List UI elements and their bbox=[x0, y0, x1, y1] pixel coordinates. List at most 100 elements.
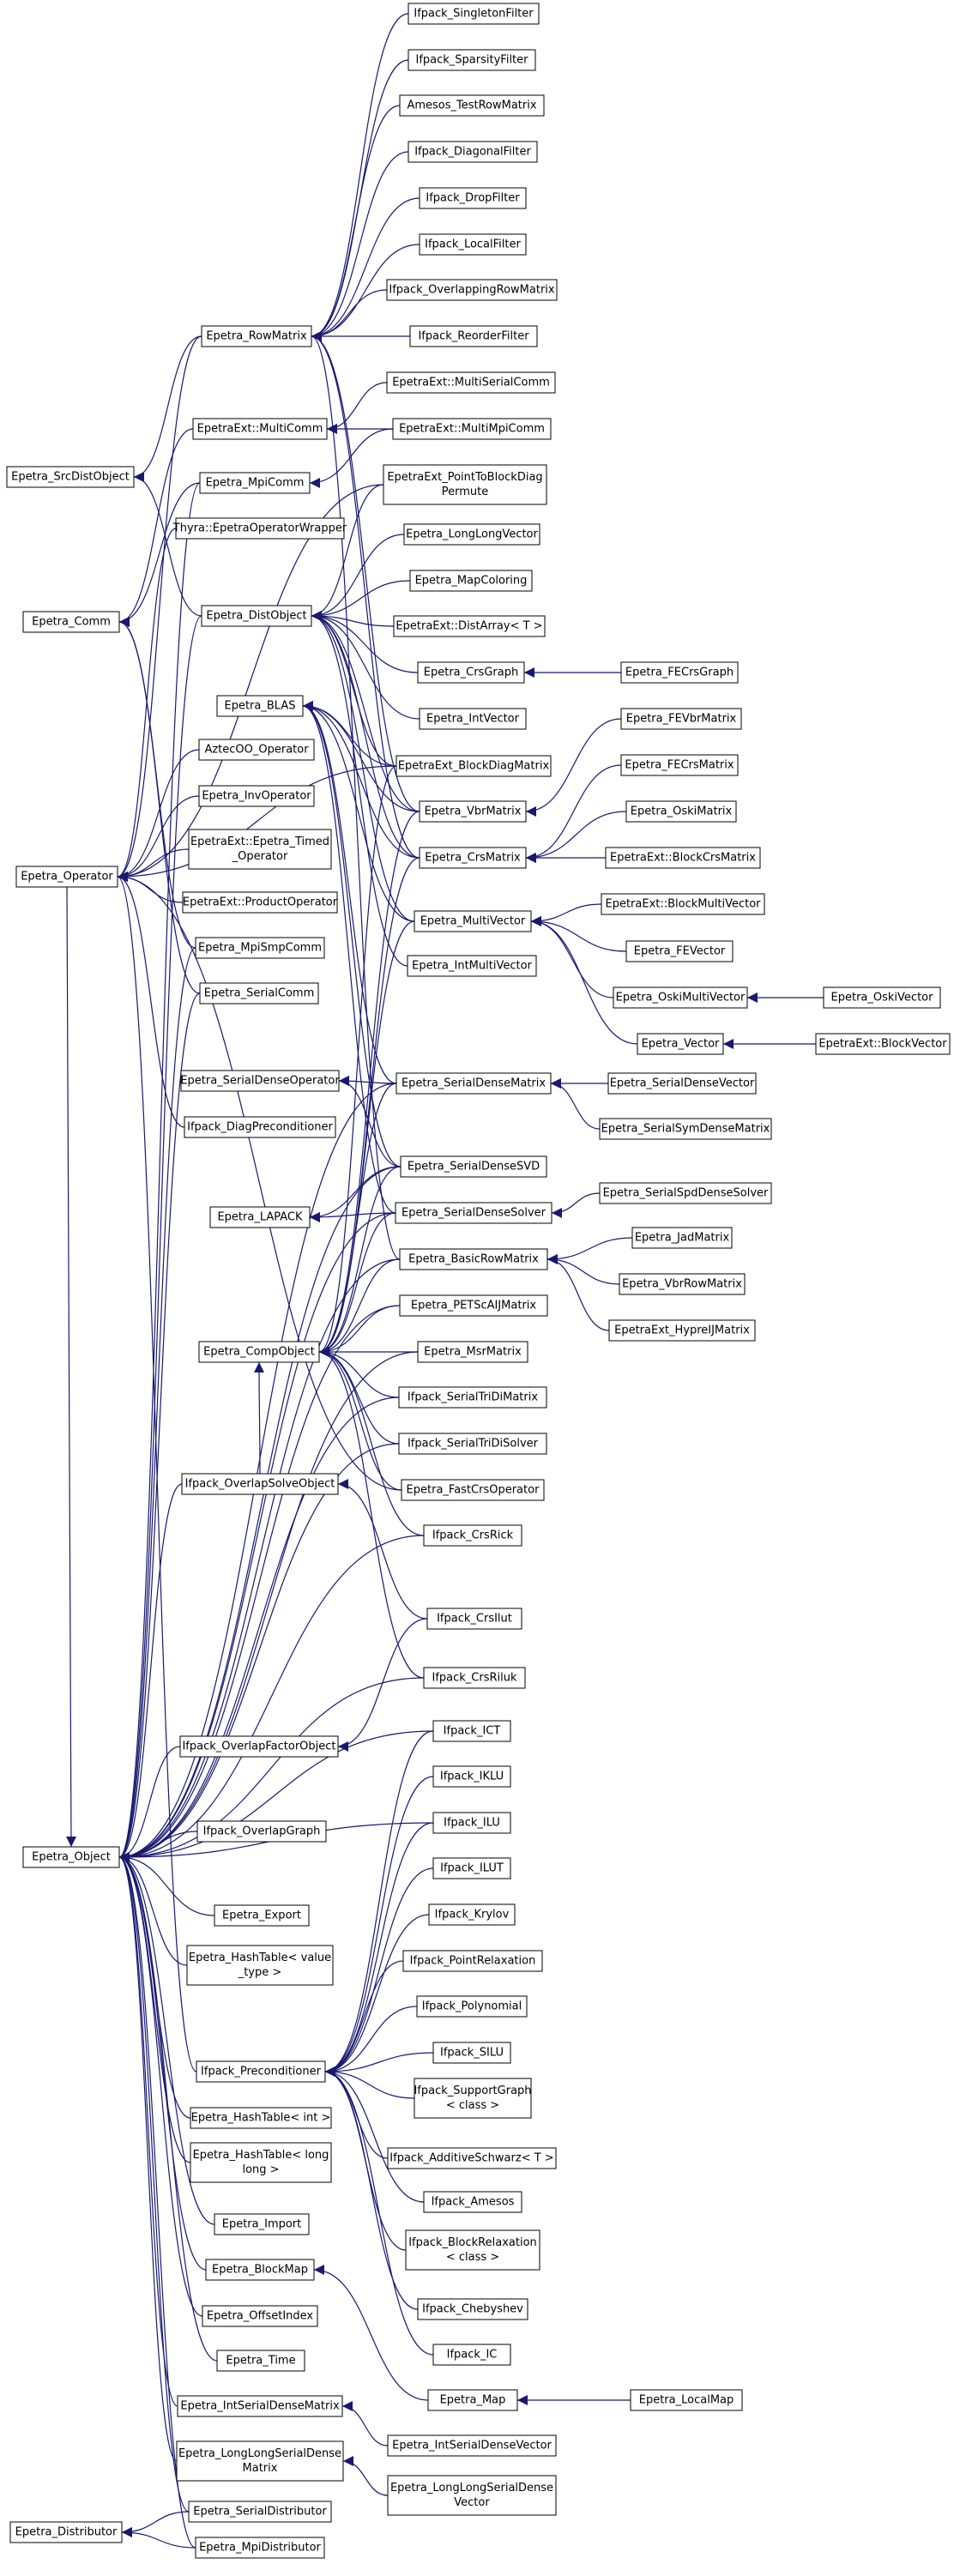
class-node-ifpack_overlap_solve_object[interactable]: Ifpack_OverlapSolveObject bbox=[181, 1473, 339, 1495]
class-node-ifpack_krylov[interactable]: Ifpack_Krylov bbox=[428, 1903, 516, 1926]
class-node-epetra_hash_table_value_type[interactable]: Epetra_HashTable< value_type > bbox=[186, 1945, 334, 1986]
class-node-epetra_serial_dense_solver[interactable]: Epetra_SerialDenseSolver bbox=[395, 1202, 552, 1224]
class-node-epetraext_hypre_ij_matrix[interactable]: EpetraExt_HypreIJMatrix bbox=[608, 1319, 756, 1342]
class-node-epetra_serial_spd_dense_solver[interactable]: Epetra_SerialSpdDenseSolver bbox=[599, 1182, 772, 1204]
class-node-epetra_block_map[interactable]: Epetra_BlockMap bbox=[205, 2259, 315, 2281]
class-node-ifpack_sparsity_filter[interactable]: Ifpack_SparsityFilter bbox=[408, 49, 536, 71]
class-node-ifpack_overlap_factor_object[interactable]: Ifpack_OverlapFactorObject bbox=[179, 1735, 339, 1758]
class-node-epetraext_block_multi_vector[interactable]: EpetraExt::BlockMultiVector bbox=[601, 893, 765, 915]
class-node-ifpack_ilut[interactable]: Ifpack_ILUT bbox=[432, 1857, 511, 1879]
class-node-ifpack_diag_preconditioner[interactable]: Ifpack_DiagPreconditioner bbox=[184, 1116, 336, 1138]
class-node-epetra_local_map[interactable]: Epetra_LocalMap bbox=[630, 2389, 743, 2411]
class-node-epetra_fe_vector[interactable]: Epetra_FEVector bbox=[625, 940, 734, 962]
class-node-ifpack_block_relaxation[interactable]: Ifpack_BlockRelaxation< class > bbox=[405, 2229, 540, 2271]
class-node-epetra_row_matrix[interactable]: Epetra_RowMatrix bbox=[201, 325, 312, 347]
class-node-epetra_jad_matrix[interactable]: Epetra_JadMatrix bbox=[631, 1227, 733, 1249]
class-node-epetra_serial_comm[interactable]: Epetra_SerialComm bbox=[199, 982, 319, 1004]
class-node-epetra_serial_distributor[interactable]: Epetra_SerialDistributor bbox=[188, 2501, 332, 2523]
class-node-epetra_map[interactable]: Epetra_Map bbox=[427, 2389, 518, 2411]
class-node-epetra_src_dist_object[interactable]: Epetra_SrcDistObject bbox=[6, 466, 135, 488]
class-node-epetraext_multi_comm[interactable]: EpetraExt::MultiComm bbox=[192, 418, 328, 440]
class-node-epetraext_block_crs_matrix[interactable]: EpetraExt::BlockCrsMatrix bbox=[605, 847, 761, 869]
class-node-epetra_serial_sym_dense_matrix[interactable]: Epetra_SerialSymDenseMatrix bbox=[599, 1118, 772, 1140]
class-node-epetra_vbr_matrix[interactable]: Epetra_VbrMatrix bbox=[419, 800, 527, 823]
class-node-ifpack_serial_tri_di_matrix[interactable]: Ifpack_SerialTriDiMatrix bbox=[398, 1386, 547, 1409]
class-node-epetra_fe_crs_matrix[interactable]: Epetra_FECrsMatrix bbox=[620, 754, 739, 776]
class-node-ifpack_local_filter[interactable]: Ifpack_LocalFilter bbox=[419, 233, 527, 256]
class-node-epetra_crs_matrix[interactable]: Epetra_CrsMatrix bbox=[419, 847, 527, 869]
class-node-epetra_int_serial_dense_matrix[interactable]: Epetra_IntSerialDenseMatrix bbox=[177, 2395, 343, 2417]
class-node-ifpack_preconditioner[interactable]: Ifpack_Preconditioner bbox=[196, 2060, 326, 2083]
class-node-aztecoo_operator[interactable]: AztecOO_Operator bbox=[198, 739, 315, 761]
class-node-ifpack_amesos[interactable]: Ifpack_Amesos bbox=[423, 2191, 522, 2213]
class-node-epetraext_dist_array[interactable]: EpetraExt::DistArray< T > bbox=[393, 615, 546, 637]
class-node-ifpack_reorder_filter[interactable]: Ifpack_ReorderFilter bbox=[409, 325, 538, 347]
class-node-ifpack_support_graph[interactable]: Ifpack_SupportGraph< class > bbox=[414, 2078, 532, 2119]
class-node-ifpack_iklu[interactable]: Ifpack_IKLU bbox=[432, 1765, 511, 1788]
class-node-ifpack_overlap_graph[interactable]: Ifpack_OverlapGraph bbox=[196, 1820, 327, 1843]
class-node-epetra_oski_vector[interactable]: Epetra_OskiVector bbox=[823, 986, 941, 1009]
class-node-epetra_blas[interactable]: Epetra_BLAS bbox=[216, 695, 304, 717]
class-node-epetra_int_multi_vector[interactable]: Epetra_IntMultiVector bbox=[407, 955, 537, 977]
class-node-epetra_long_long_vector[interactable]: Epetra_LongLongVector bbox=[403, 523, 540, 546]
class-node-epetra_mpi_smp_comm[interactable]: Epetra_MpiSmpComm bbox=[195, 937, 325, 959]
class-node-epetraext_product_operator[interactable]: EpetraExt::ProductOperator bbox=[182, 891, 338, 914]
class-node-epetra_distributor[interactable]: Epetra_Distributor bbox=[9, 2521, 123, 2543]
class-node-epetra_comp_object[interactable]: Epetra_CompObject bbox=[198, 1341, 320, 1363]
class-node-epetra_fe_crs_graph[interactable]: Epetra_FECrsGraph bbox=[620, 661, 739, 684]
class-node-epetraext_multi_mpi_comm[interactable]: EpetraExt::MultiMpiComm bbox=[392, 418, 552, 440]
class-node-epetra_fe_vbr_matrix[interactable]: Epetra_FEVbrMatrix bbox=[620, 708, 742, 730]
class-node-epetra_serial_dense_vector[interactable]: Epetra_SerialDenseVector bbox=[607, 1072, 757, 1095]
class-node-ifpack_ic[interactable]: Ifpack_IC bbox=[432, 2344, 511, 2366]
class-node-epetra_oski_multi_vector[interactable]: Epetra_OskiMultiVector bbox=[613, 986, 748, 1009]
class-node-epetra_multi_vector[interactable]: Epetra_MultiVector bbox=[414, 910, 532, 932]
class-node-epetra_oski_matrix[interactable]: Epetra_OskiMatrix bbox=[625, 800, 737, 823]
class-node-epetra_mpi_comm[interactable]: Epetra_MpiComm bbox=[199, 472, 311, 494]
class-node-epetra_fast_crs_operator[interactable]: Epetra_FastCrsOperator bbox=[401, 1479, 545, 1501]
class-node-ifpack_serial_tri_di_solver[interactable]: Ifpack_SerialTriDiSolver bbox=[398, 1433, 547, 1455]
class-node-epetra_time[interactable]: Epetra_Time bbox=[216, 2350, 305, 2372]
class-node-epetra_int_vector[interactable]: Epetra_IntVector bbox=[419, 708, 527, 730]
class-node-epetra_mpi_distributor[interactable]: Epetra_MpiDistributor bbox=[195, 2537, 325, 2559]
class-node-epetra_offset_index[interactable]: Epetra_OffsetIndex bbox=[202, 2305, 318, 2327]
class-node-epetra_serial_dense_svd[interactable]: Epetra_SerialDenseSVD bbox=[400, 1155, 547, 1178]
class-node-ifpack_diagonal_filter[interactable]: Ifpack_DiagonalFilter bbox=[408, 141, 538, 163]
class-node-ifpack_singleton_filter[interactable]: Ifpack_SingletonFilter bbox=[408, 3, 540, 25]
class-node-epetra_hash_table_int[interactable]: Epetra_HashTable< int > bbox=[190, 2107, 332, 2129]
class-node-amesos_test_row_matrix[interactable]: Amesos_TestRowMatrix bbox=[399, 94, 545, 117]
class-node-epetra_operator[interactable]: Epetra_Operator bbox=[15, 866, 118, 888]
class-node-thyra_epetra_operator_wrapper[interactable]: Thyra::EpetraOperatorWrapper bbox=[172, 517, 347, 540]
class-node-epetra_petsc_aij_matrix[interactable]: Epetra_PETScAIJMatrix bbox=[399, 1294, 548, 1317]
class-node-ifpack_additive_schwarz[interactable]: Ifpack_AdditiveSchwarz< T > bbox=[387, 2147, 557, 2169]
class-node-epetra_vbr_row_matrix[interactable]: Epetra_VbrRowMatrix bbox=[619, 1273, 746, 1295]
class-node-epetraext_block_diag_matrix[interactable]: EpetraExt_BlockDiagMatrix bbox=[395, 755, 552, 777]
class-node-epetra_basic_row_matrix[interactable]: Epetra_BasicRowMatrix bbox=[399, 1248, 548, 1270]
class-node-ifpack_overlapping_row_matrix[interactable]: Ifpack_OverlappingRowMatrix bbox=[386, 279, 558, 301]
class-node-ifpack_point_relaxation[interactable]: Ifpack_PointRelaxation bbox=[402, 1950, 543, 1972]
class-node-epetraext_epetra_timed_operator[interactable]: EpetraExt::Epetra_Timed_Operator bbox=[188, 829, 332, 870]
class-node-ifpack_crs_ilut[interactable]: Ifpack_CrsIlut bbox=[426, 1608, 522, 1630]
class-node-ifpack_chebyshev[interactable]: Ifpack_Chebyshev bbox=[417, 2298, 528, 2320]
class-node-epetra_comm[interactable]: Epetra_Comm bbox=[22, 611, 120, 633]
class-node-epetra_serial_dense_matrix[interactable]: Epetra_SerialDenseMatrix bbox=[395, 1072, 552, 1095]
class-node-epetra_crs_graph[interactable]: Epetra_CrsGraph bbox=[417, 661, 525, 684]
class-node-epetraext_block_vector[interactable]: EpetraExt::BlockVector bbox=[815, 1033, 951, 1055]
class-node-epetra_import[interactable]: Epetra_Import bbox=[214, 2213, 310, 2235]
class-node-ifpack_drop_filter[interactable]: Ifpack_DropFilter bbox=[419, 187, 527, 209]
class-node-epetra_inv_operator[interactable]: Epetra_InvOperator bbox=[198, 785, 315, 807]
class-node-epetraext_multi_serial_comm[interactable]: EpetraExt::MultiSerialComm bbox=[386, 371, 556, 394]
class-node-ifpack_crs_riluk[interactable]: Ifpack_CrsRiluk bbox=[423, 1667, 526, 1689]
class-node-epetra_map_coloring[interactable]: Epetra_MapColoring bbox=[409, 570, 533, 592]
class-node-epetra_object[interactable]: Epetra_Object bbox=[22, 1846, 120, 1868]
class-node-ifpack_ilu[interactable]: Ifpack_ILU bbox=[432, 1812, 511, 1834]
class-node-ifpack_ict[interactable]: Ifpack_ICT bbox=[432, 1720, 511, 1742]
class-node-ifpack_crs_rick[interactable]: Ifpack_CrsRick bbox=[423, 1524, 522, 1547]
class-node-epetra_dist_object[interactable]: Epetra_DistObject bbox=[201, 605, 312, 627]
class-node-epetra_export[interactable]: Epetra_Export bbox=[214, 1904, 310, 1927]
class-node-ifpack_polynomial[interactable]: Ifpack_Polynomial bbox=[416, 1995, 528, 2018]
class-node-epetra_msr_matrix[interactable]: Epetra_MsrMatrix bbox=[417, 1341, 528, 1363]
